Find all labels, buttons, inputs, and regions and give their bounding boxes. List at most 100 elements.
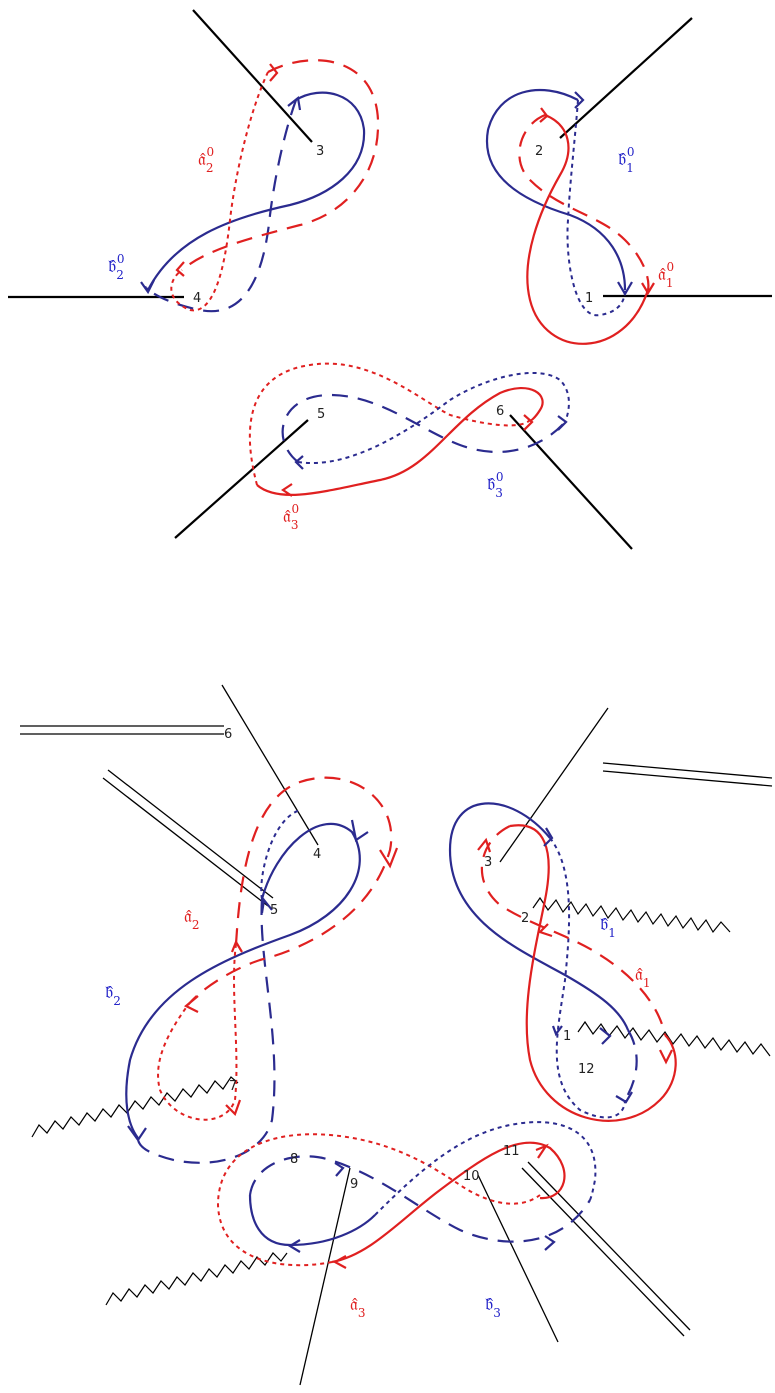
cycle-b3-solid [248, 1194, 376, 1247]
cut-line-4 [221, 684, 319, 846]
double-cut-5 [102, 769, 274, 907]
point-label: 1 [585, 291, 593, 306]
cycle-a2-dashed [181, 59, 380, 271]
arrow-b3-a [287, 1239, 301, 1253]
point-label: 10 [463, 1169, 480, 1184]
arrow-b2-c [127, 1125, 147, 1142]
point-label: 1 [563, 1029, 571, 1044]
point-label: 4 [313, 847, 321, 862]
double-cut-12 [602, 762, 773, 787]
arrow-b1-b [551, 1025, 563, 1037]
cycle-b1-dotted [566, 99, 626, 317]
cycle-b2-dashed [136, 898, 276, 1164]
point-label: 2 [521, 911, 529, 926]
point-label: 6 [224, 727, 232, 742]
label-a1: 𝔞̂1 [635, 964, 650, 990]
cycle-a3-solid [256, 387, 544, 496]
cycle-a1-dashed [518, 113, 650, 291]
arrow-b2-a [287, 95, 302, 111]
cycle-b3-dashed [248, 1155, 591, 1243]
point-label: 5 [317, 407, 325, 422]
arrow-b3-b [334, 1162, 345, 1177]
arrow-a1-b [537, 923, 553, 938]
point-label: 12 [578, 1062, 595, 1077]
arrow-a1-a [477, 837, 492, 853]
label-a3: 𝔞̂30 [283, 502, 299, 532]
wavy-cut-2 [532, 896, 731, 934]
arrow-b1-b [617, 281, 633, 297]
wavy-cut-7 [31, 1076, 239, 1138]
cycle-b2-dashed [144, 99, 298, 313]
label-a1: 𝔞̂10 [658, 260, 674, 290]
label-a2: 𝔞̂2 [184, 906, 199, 932]
point-label: 6 [496, 404, 504, 419]
cycle-a1-solid [526, 113, 650, 345]
arrow-b2-b [140, 279, 155, 295]
arrow-a2-a [269, 63, 279, 82]
cycle-a3-dotted [248, 362, 531, 486]
arrow-a3-a [281, 483, 293, 497]
arrow-a1-b [641, 282, 655, 296]
label-b2: 𝔟̂2 [105, 982, 121, 1008]
point-label: 5 [270, 903, 278, 918]
cut-line-2 [559, 17, 693, 139]
double-cut-6 [20, 725, 224, 735]
arrow-a2-c [184, 995, 199, 1013]
label-b2: 𝔟̂20 [108, 252, 124, 282]
point-label: 3 [316, 144, 324, 159]
arrow-b1-c [599, 1027, 612, 1045]
arrow-b3-a [294, 455, 304, 470]
label-b3: 𝔟̂3 [485, 1294, 501, 1320]
arrow-b1-d [615, 1091, 633, 1104]
arrow-b1-a [543, 827, 554, 847]
wavy-cut-8 [105, 1252, 288, 1306]
arrow-a1-a [539, 107, 549, 123]
arrow-a2-d [225, 1099, 242, 1117]
cycle-a3-solid [331, 1141, 566, 1264]
point-label: 9 [350, 1177, 358, 1192]
arrow-a1-c [659, 1049, 673, 1065]
double-cut-11 [521, 1161, 691, 1337]
arrow-b1-a [574, 91, 585, 109]
cycle-b1-solid [485, 88, 627, 291]
cut-line-9 [299, 1167, 351, 1386]
cut-line-3 [192, 9, 313, 143]
cycle-b2-solid [125, 822, 361, 1139]
cycle-a2-dashed [187, 776, 393, 1006]
cut-line-5 [174, 419, 309, 539]
cycle-b3-dashed [281, 393, 566, 463]
point-label: 11 [503, 1144, 520, 1159]
cycle-a1-dashed [480, 825, 667, 1036]
cut-line-3 [499, 707, 609, 863]
point-label: 2 [535, 144, 543, 159]
arrow-a3-a [332, 1255, 347, 1269]
arrow-a3-b [523, 414, 534, 431]
point-label: 8 [290, 1152, 298, 1167]
arrow-b2-b [260, 897, 273, 914]
arrow-a2-b [175, 261, 185, 277]
top-panel: 1 2 3 4 5 6 𝔞̂10 𝔟̂10 𝔞̂20 𝔟̂20 𝔞̂30 𝔟̂3… [8, 9, 772, 550]
arrow-b3-c [544, 1235, 556, 1251]
cycle-b3-dotted [374, 1121, 597, 1216]
cycle-b2-dotted [260, 809, 301, 900]
cut-line-10 [477, 1174, 559, 1343]
point-label: 3 [484, 855, 492, 870]
cycle-a2-dotted [157, 943, 238, 1121]
cycle-b2-solid [147, 91, 366, 291]
label-b3: 𝔟̂30 [487, 470, 503, 500]
point-label: 4 [193, 291, 201, 306]
arrow-a2-a [379, 847, 399, 869]
arrow-a3-b [535, 1143, 549, 1159]
cut-line-6 [509, 414, 633, 550]
label-a2: 𝔞̂20 [198, 145, 214, 175]
cycle-b3-dotted [297, 371, 570, 465]
cycle-a1-solid [509, 824, 677, 1122]
cycle-b1-solid [448, 802, 630, 1031]
label-a3: 𝔞̂3 [350, 1294, 365, 1320]
cycle-a3-dotted [216, 1133, 541, 1267]
cycle-b1-lower [624, 1029, 638, 1101]
bottom-panel: 1 2 3 4 5 6 7 8 9 10 11 12 𝔞̂1 𝔟̂1 𝔞̂2 𝔟… [20, 684, 773, 1386]
label-b1: 𝔟̂1 [600, 914, 616, 940]
arrow-b2-a [350, 819, 369, 842]
